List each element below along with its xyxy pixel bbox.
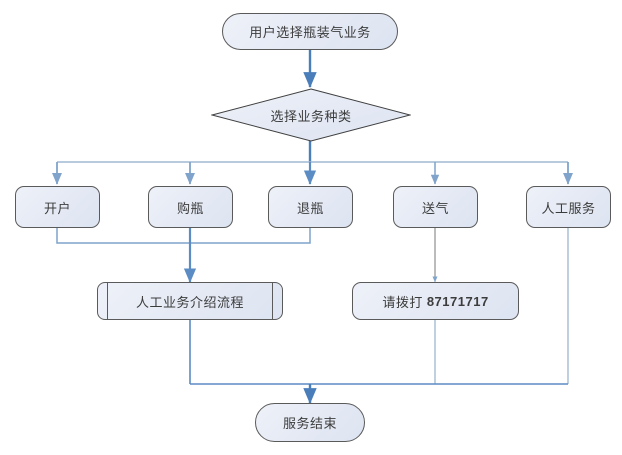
predef-left-bar xyxy=(107,283,108,319)
edge-option-1-merge xyxy=(56,228,190,244)
node-option-songqi[interactable]: 送气 xyxy=(393,186,478,228)
node-option-5-label: 人工服务 xyxy=(541,200,596,216)
edge-option-3-merge xyxy=(190,228,311,244)
node-option-2-label: 购瓶 xyxy=(176,200,204,216)
node-start[interactable]: 用户选择瓶装气业务 xyxy=(222,13,398,50)
node-decision-label: 选择业务种类 xyxy=(270,108,352,124)
node-start-label: 用户选择瓶装气业务 xyxy=(249,25,371,40)
node-manual-intro[interactable]: 人工业务介绍流程 xyxy=(97,282,283,320)
node-option-4-label: 送气 xyxy=(421,200,449,216)
node-option-goupiiing[interactable]: 购瓶 xyxy=(148,186,233,228)
predef-right-bar xyxy=(272,283,273,319)
node-option-tuiping[interactable]: 退瓶 xyxy=(268,186,353,228)
diamond-shape xyxy=(210,88,412,142)
node-phone-prefix: 请拨打 xyxy=(382,294,423,310)
node-phone-number: 87171717 xyxy=(426,293,489,309)
node-end-label: 服务结束 xyxy=(282,416,337,431)
node-option-1-label: 开户 xyxy=(43,200,71,216)
node-end[interactable]: 服务结束 xyxy=(255,403,365,442)
node-option-kaihu[interactable]: 开户 xyxy=(15,186,100,228)
node-option-3-label: 退瓶 xyxy=(296,200,324,216)
node-option-rengong-fuwu[interactable]: 人工服务 xyxy=(526,186,611,228)
node-manual-intro-label: 人工业务介绍流程 xyxy=(135,294,244,310)
node-decision[interactable]: 选择业务种类 xyxy=(210,88,412,142)
